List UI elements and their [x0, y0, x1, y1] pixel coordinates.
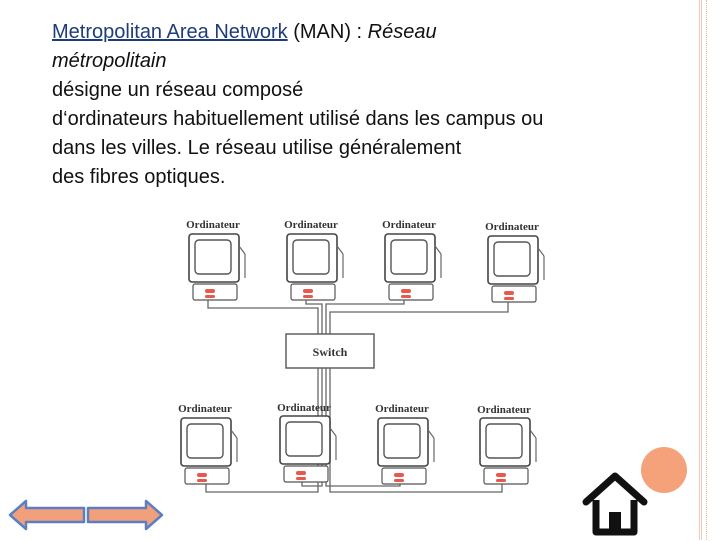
next-slide-button[interactable] [86, 497, 164, 533]
reseau-word: Réseau [367, 21, 437, 43]
slide-text: Metropolitan Area Network (MAN) : Réseau… [52, 18, 672, 192]
text-line-3: désigne un réseau composé [52, 79, 304, 101]
accent-circle [641, 447, 687, 493]
left-arrow-icon [8, 499, 86, 531]
text-line-4: d‘ordinateurs habituellement utilisé dan… [52, 108, 544, 130]
switch-label: Switch [313, 345, 348, 359]
home-button[interactable] [580, 470, 650, 536]
bottom-pc-label-2: Ordinateur [277, 402, 331, 414]
right-arrow-icon [86, 499, 164, 531]
top-computer-2 [286, 233, 344, 301]
top-pc-label-4: Ordinateur [485, 221, 539, 233]
top-cables [207, 300, 509, 334]
slide-border [699, 0, 720, 540]
text-line-5: dans les villes. Le réseau utilise génér… [52, 137, 462, 159]
man-network-diagram: Ordinateur Ordinateur Ordinateur Ordinat… [178, 219, 545, 493]
text-line-6: des fibres optiques. [52, 166, 226, 188]
top-computer-4 [487, 235, 545, 303]
bottom-pc-label-4: Ordinateur [477, 404, 531, 416]
top-pc-label-1: Ordinateur [186, 219, 240, 231]
bottom-pc-label-1: Ordinateur [178, 403, 232, 415]
text-line-2: métropolitain [52, 50, 167, 72]
bottom-pc-label-3: Ordinateur [375, 403, 429, 415]
man-abbrev: (MAN) : [287, 21, 368, 43]
top-pc-label-2: Ordinateur [284, 219, 338, 231]
top-computer-1 [188, 233, 246, 301]
man-link[interactable]: Metropolitan Area Network [52, 21, 288, 43]
home-icon [582, 472, 648, 536]
previous-slide-button[interactable] [8, 497, 86, 533]
text-line-1: Metropolitan Area Network (MAN) : Réseau [52, 18, 672, 47]
bottom-computer-3 [377, 417, 435, 485]
bottom-computer-4 [479, 417, 537, 485]
bottom-computer-1 [180, 417, 238, 485]
top-pc-label-3: Ordinateur [382, 219, 436, 231]
bottom-computer-2 [279, 415, 337, 483]
top-computer-3 [384, 233, 442, 301]
bottom-cables [205, 368, 503, 493]
switch-box [285, 333, 375, 369]
